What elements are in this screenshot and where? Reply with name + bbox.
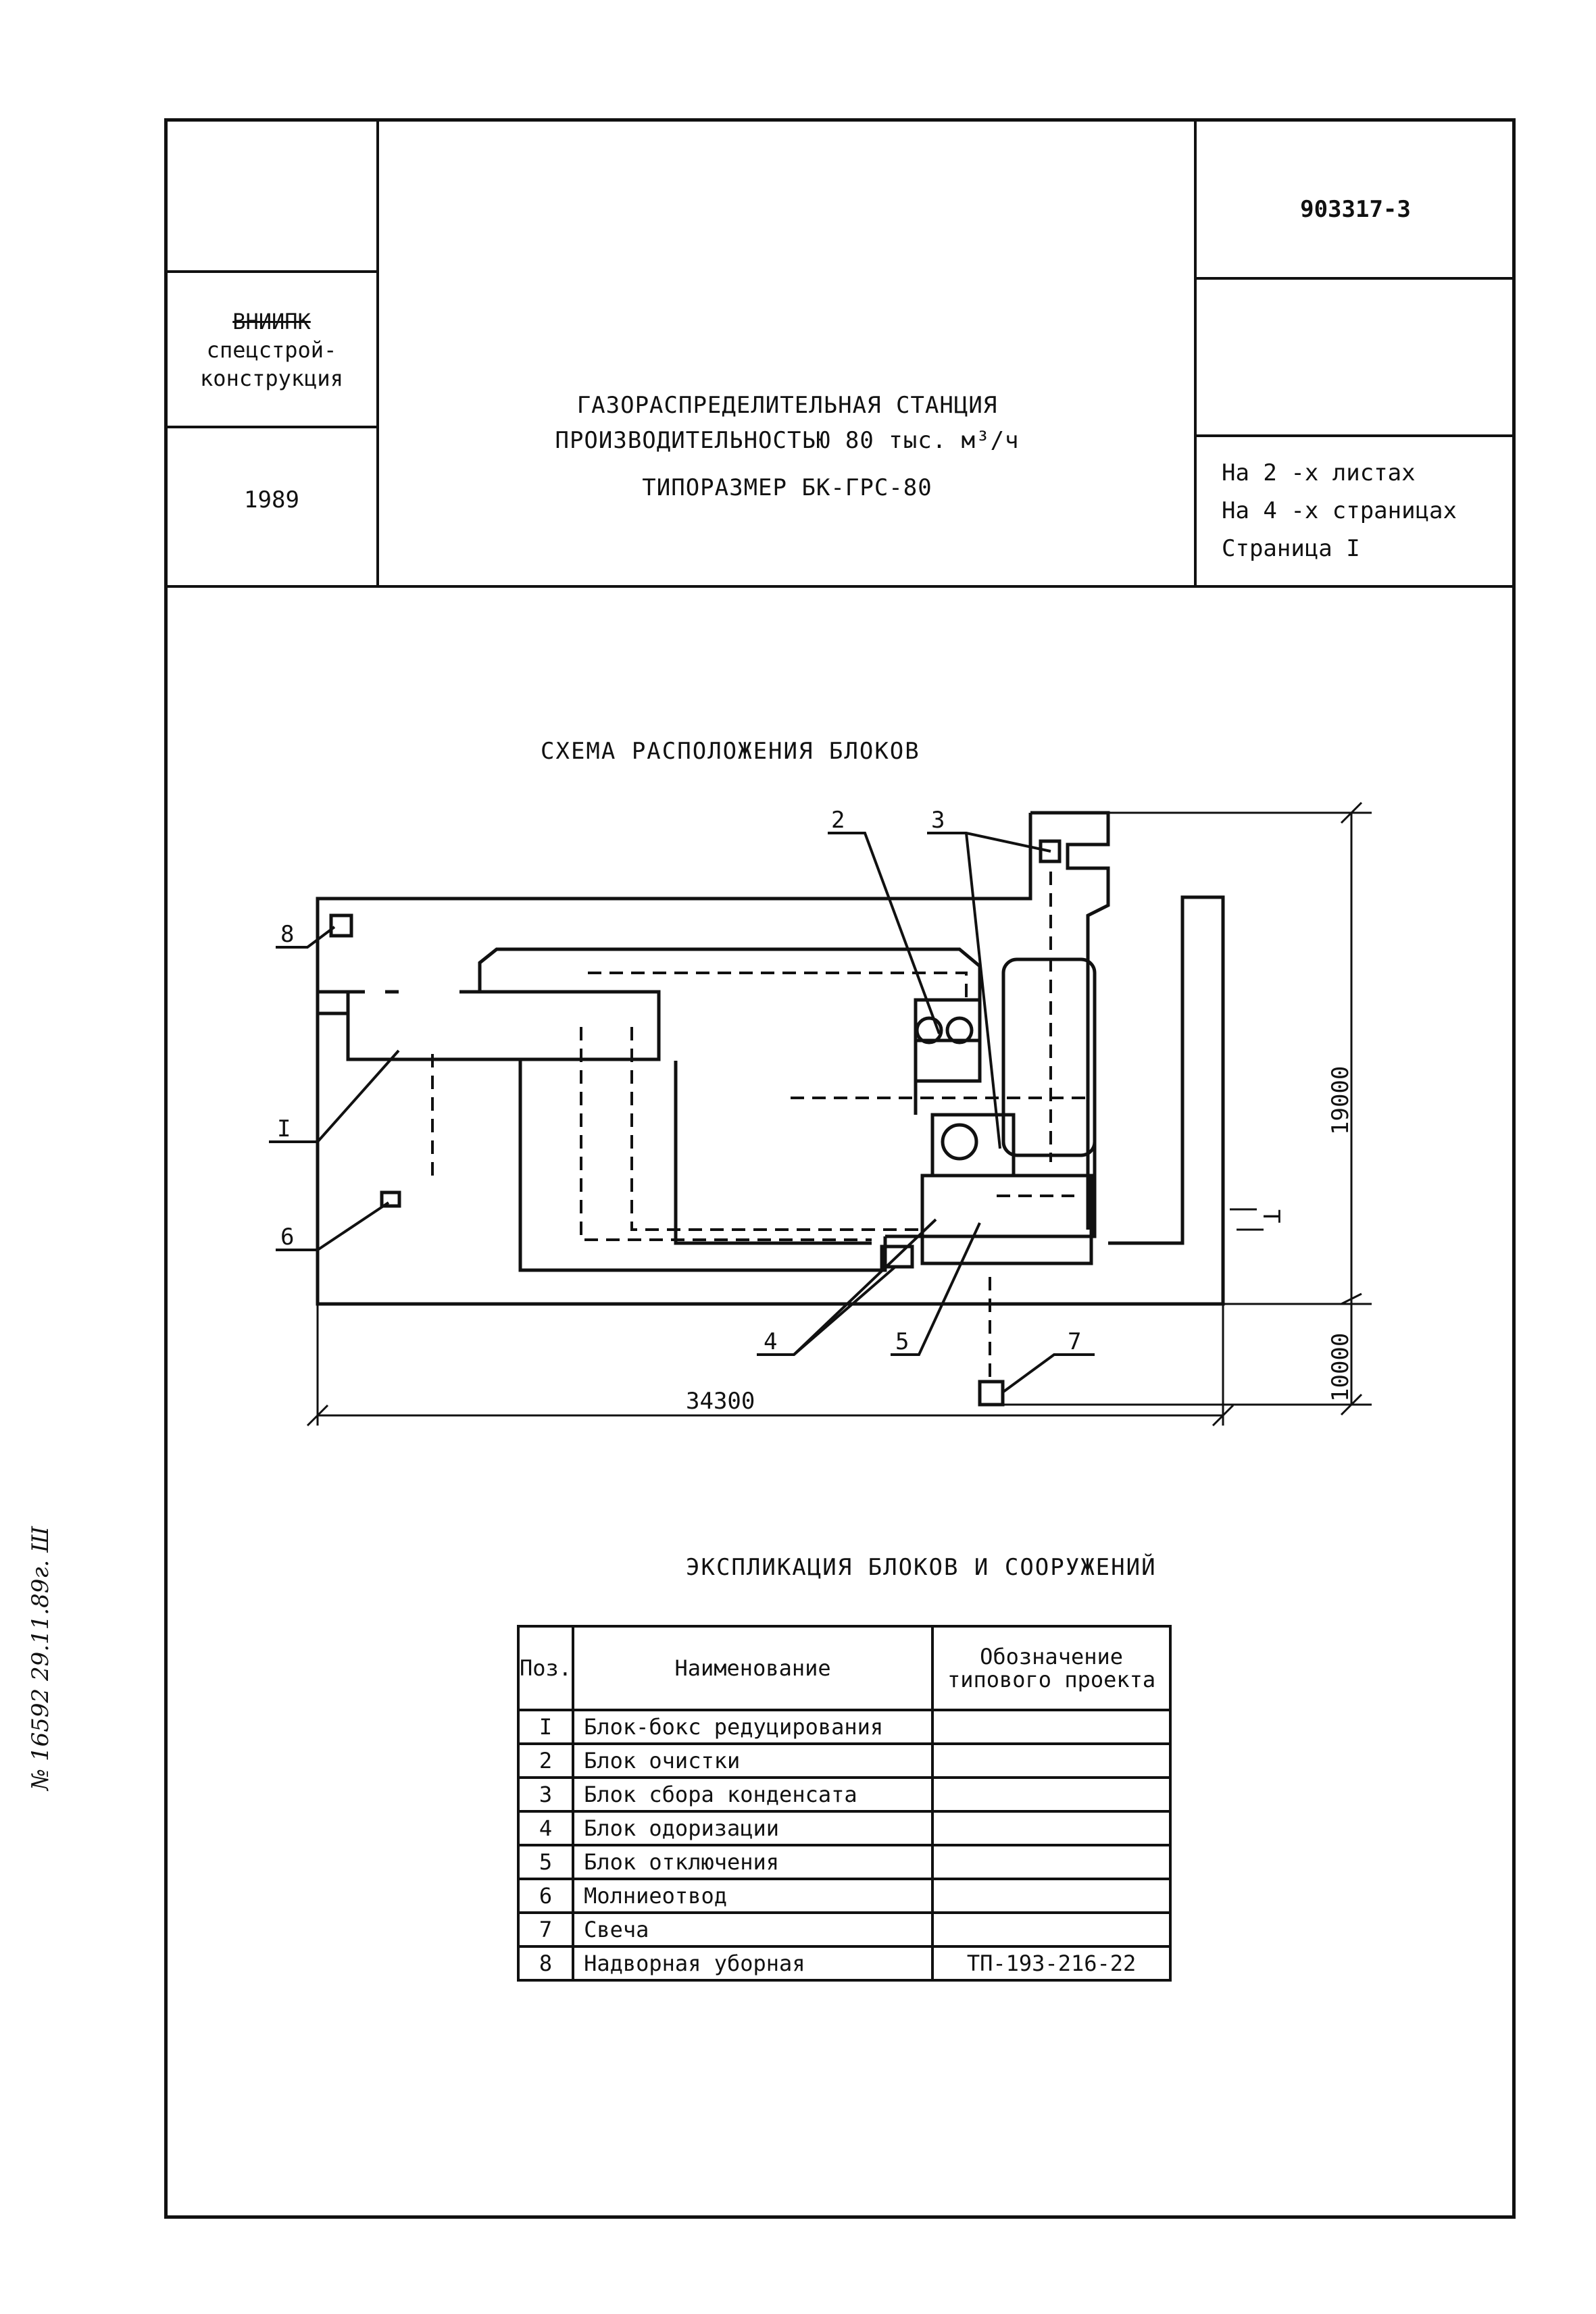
document-number: 903317-3 — [1300, 196, 1411, 223]
titleblock-left-line-2 — [164, 426, 379, 428]
sheet-count: На 2 -х листах — [1222, 459, 1416, 486]
table-row: 6 Молниеотвод — [516, 1878, 1172, 1914]
row-pos: I — [516, 1709, 575, 1745]
row-designation — [931, 1742, 1172, 1779]
row-pos: 2 — [516, 1742, 575, 1779]
callout-2-leader — [828, 832, 941, 1034]
callout-2: 2 — [831, 807, 845, 834]
table-row: 5 Блок отключения — [516, 1844, 1172, 1880]
organization-line-1: ВНИИПК — [232, 309, 311, 334]
lightning-rod-base — [380, 1190, 401, 1208]
odorization-block — [920, 1174, 1093, 1265]
table-row: I Блок-бокс редуцирования — [516, 1709, 1172, 1745]
title-line-3: ТИПОРАЗМЕР БК-ГРС-80 — [642, 474, 932, 501]
callout-7-leader — [1002, 1353, 1095, 1393]
table-row: 8 Надворная уборная ТП-193-216-22 — [516, 1945, 1172, 1982]
table-header-row: Поз. Наименование Обозначение типового п… — [516, 1625, 1172, 1711]
dimension-width: 34300 — [686, 1388, 755, 1415]
row-pos: 5 — [516, 1844, 575, 1880]
row-designation: ТП-193-216-22 — [931, 1945, 1172, 1982]
table-row: 7 Свеча — [516, 1911, 1172, 1948]
row-name: Блок сбора конденсата — [572, 1776, 934, 1813]
organization-line-2: спецстрой- — [206, 337, 337, 363]
callout-5: 5 — [895, 1328, 909, 1355]
year: 1989 — [244, 486, 299, 513]
row-name: Свеча — [572, 1911, 934, 1948]
callout-8-leader — [276, 926, 336, 949]
row-designation — [931, 1878, 1172, 1914]
scheme-title: СХЕМА РАСПОЛОЖЕНИЯ БЛОКОВ — [541, 738, 920, 765]
callout-1-leader — [269, 1049, 400, 1143]
callout-5-leader — [891, 1222, 981, 1356]
right-building — [1001, 957, 1097, 1157]
row-name: Блок одоризации — [572, 1810, 934, 1846]
drawing-frame — [164, 118, 1516, 2219]
callout-4-leader — [757, 1265, 897, 1356]
row-name: Надворная уборная — [572, 1945, 934, 1982]
north-mark: T — [1257, 1209, 1285, 1223]
titleblock-bottom-line — [164, 585, 1516, 588]
row-name: Блок-бокс редуцирования — [572, 1709, 934, 1745]
organization-line-3: конструкция — [200, 366, 343, 391]
cleaning-block — [914, 998, 982, 1083]
row-designation — [931, 1844, 1172, 1880]
row-name: Молниеотвод — [572, 1878, 934, 1914]
callout-7: 7 — [1068, 1328, 1081, 1355]
callout-3: 3 — [931, 807, 945, 834]
page-number: Страница I — [1222, 535, 1360, 562]
titleblock-left-line-1 — [164, 270, 379, 273]
row-name: Блок отключения — [572, 1844, 934, 1880]
row-pos: 8 — [516, 1945, 575, 1982]
condensate-tank — [1039, 839, 1062, 863]
margin-note: № 16592 29.11.89г. Ш — [27, 1526, 54, 1790]
titleblock-divider-left — [376, 118, 379, 588]
table-row: 2 Блок очистки — [516, 1742, 1172, 1779]
row-pos: 3 — [516, 1776, 575, 1813]
titleblock-right-line-2 — [1194, 434, 1516, 437]
titleblock-right-line-1 — [1194, 277, 1516, 280]
row-name: Блок очистки — [572, 1742, 934, 1779]
header-name: Наименование — [572, 1625, 934, 1711]
title-line-2: ПРОИЗВОДИТЕЛЬНОСТЬЮ 80 тыс. м³/ч — [555, 427, 1020, 454]
row-pos: 6 — [516, 1878, 575, 1914]
row-designation — [931, 1810, 1172, 1846]
titleblock-divider-right — [1194, 118, 1197, 588]
flare-stack — [978, 1380, 1005, 1407]
sheet-info: На 2 -х листах На 4 -х страницах Страниц… — [1222, 454, 1457, 568]
site-boundary-top-right — [1030, 811, 1110, 1230]
dimension-offset: 10000 — [1327, 1333, 1354, 1402]
row-pos: 4 — [516, 1810, 575, 1846]
table-row: 3 Блок сбора конденсата — [516, 1776, 1172, 1813]
toilet-symbol — [329, 913, 353, 938]
callout-6: 6 — [280, 1224, 294, 1251]
reduction-block — [346, 990, 661, 1061]
explication-table: Поз. Наименование Обозначение типового п… — [516, 1625, 1172, 1982]
callout-1: I — [277, 1115, 291, 1142]
row-pos: 7 — [516, 1911, 575, 1948]
callout-3-leader — [927, 832, 1051, 853]
callout-8: 8 — [280, 921, 294, 948]
explication-title: ЭКСПЛИКАЦИЯ БЛОКОВ И СООРУЖЕНИЙ — [686, 1554, 1157, 1581]
header-designation: Обозначение типового проекта — [931, 1625, 1172, 1711]
row-designation — [931, 1709, 1172, 1745]
title-line-1: ГАЗОРАСПРЕДЕЛИТЕЛЬНАЯ СТАНЦИЯ — [576, 392, 998, 419]
row-designation — [931, 1911, 1172, 1948]
page-count: На 4 -х страницах — [1222, 497, 1457, 524]
table-row: 4 Блок одоризации — [516, 1810, 1172, 1846]
callout-6-leader — [276, 1201, 390, 1251]
odorant-tank — [880, 1244, 914, 1269]
dimension-height: 19000 — [1327, 1066, 1354, 1135]
header-pos: Поз. — [516, 1625, 575, 1711]
row-designation — [931, 1776, 1172, 1813]
callout-4: 4 — [764, 1328, 777, 1355]
organization-name: ВНИИПК спецстрой- конструкция — [167, 307, 376, 393]
